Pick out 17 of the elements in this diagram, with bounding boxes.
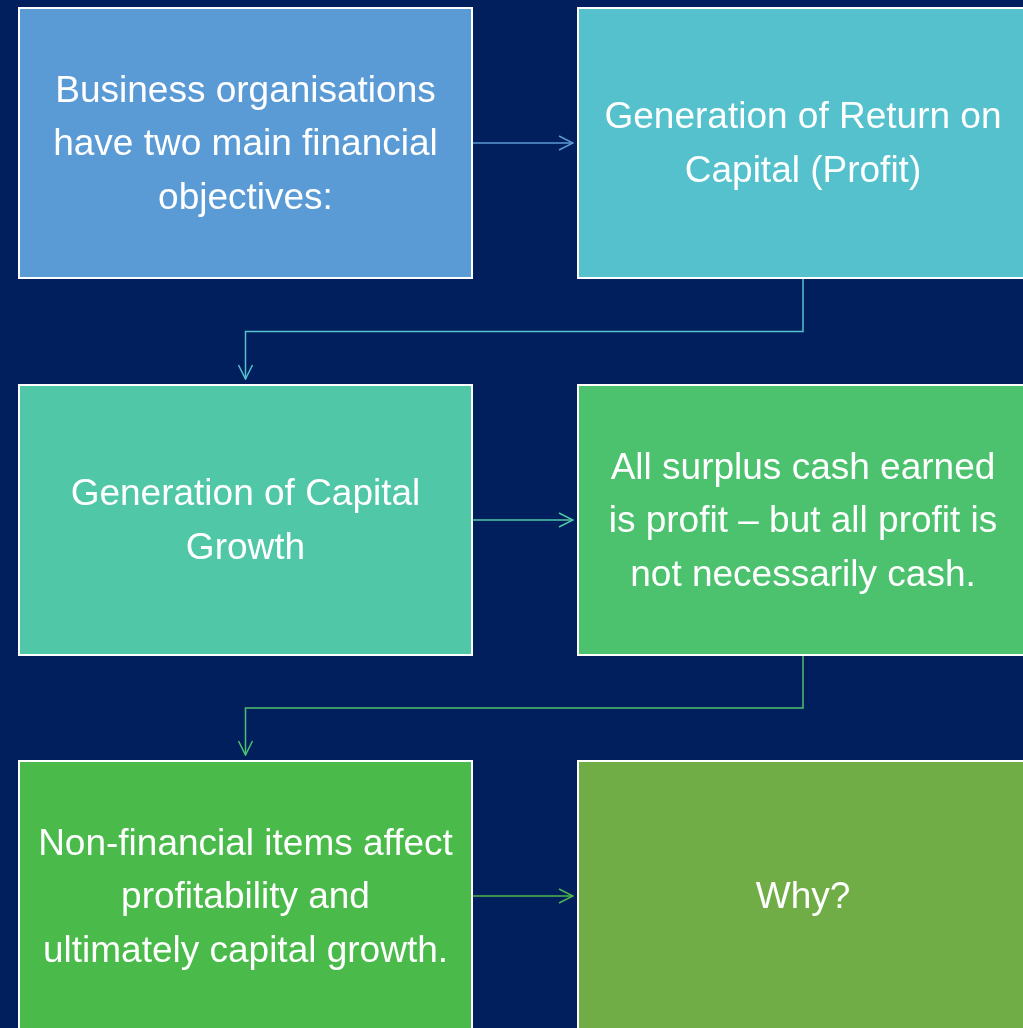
arrow (237, 278, 804, 380)
box-text: Why? (755, 874, 851, 919)
arrow (472, 888, 574, 904)
process-box (18, 760, 473, 1028)
box-text: Non-financial items affect profitability and ultimately capital growth. (38, 820, 453, 972)
arrow (237, 655, 804, 756)
process-box (577, 760, 1023, 1028)
box-text: Generation of Return on Capital (Profit) (603, 94, 1003, 192)
process-box (577, 7, 1023, 279)
process-box (577, 384, 1023, 656)
process-box (18, 384, 473, 656)
arrow (472, 512, 574, 528)
box-text: Generation of Capital Growth (69, 471, 422, 569)
box-text: All surplus cash earned is profit – but all profit is not necessarily cash. (607, 444, 999, 596)
box-text: Business organisations have two main financial objectives: (52, 67, 439, 219)
arrow (472, 135, 574, 151)
process-box (18, 7, 473, 279)
